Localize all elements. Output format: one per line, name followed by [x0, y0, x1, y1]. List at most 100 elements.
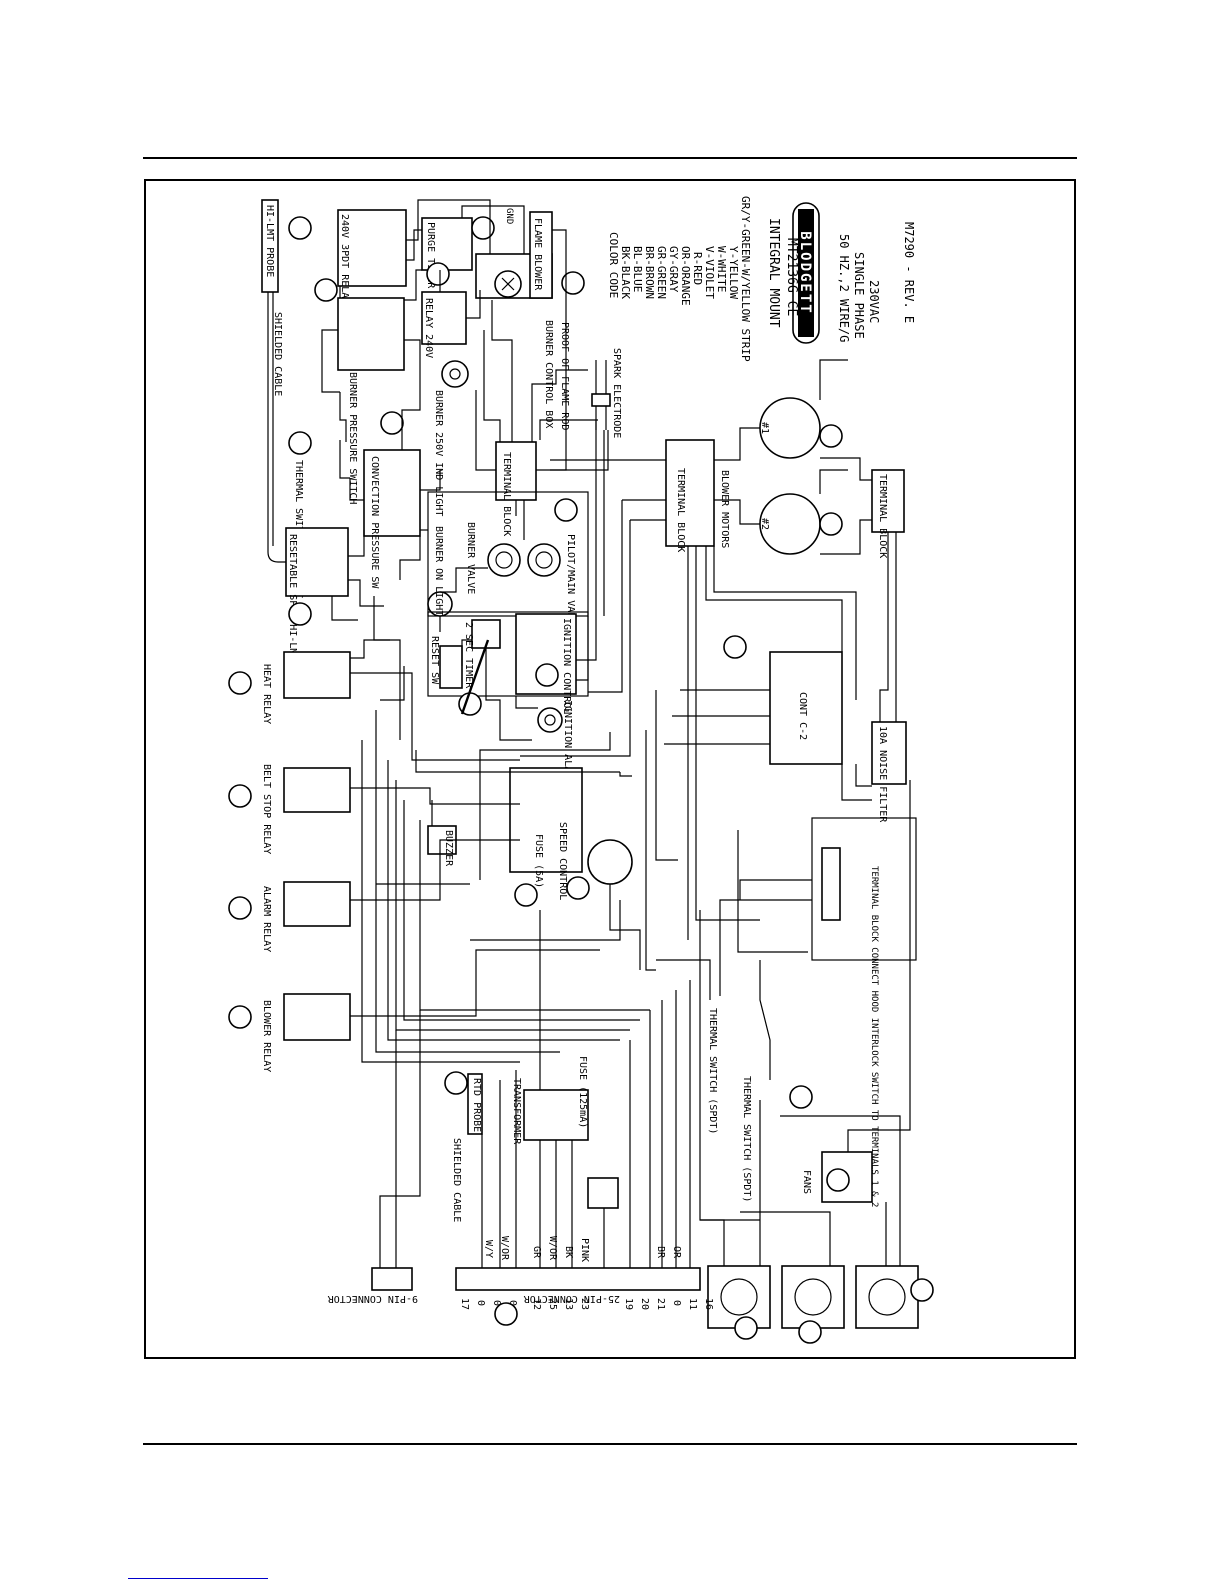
callout-circle: [314, 278, 338, 302]
top-rule: [143, 157, 1077, 159]
hi-lmt-probe-label: HI-LMT PROBE: [264, 205, 275, 277]
flame-rod: PROOF OF FLAME ROD SPARK ELECTRODE: [559, 322, 622, 438]
callout-circle: [819, 424, 843, 448]
thermal-switch-2-label: THERMAL SWITCH (SPDT): [741, 1076, 752, 1202]
wire-color-label: OR: [671, 1246, 682, 1259]
wire-color-label: BK: [563, 1246, 574, 1258]
callout-circle: [826, 1168, 850, 1192]
relay-3pdt-label: 240V 3PDT RELAY: [339, 214, 350, 304]
callout-circle: [910, 1278, 934, 1302]
shielded-cable-2-label: SHIELDED CABLE: [451, 1138, 462, 1222]
shielded-cable-label: SHIELDED CABLE: [272, 312, 283, 396]
callout-circle: [789, 1085, 813, 1109]
speed-control: SPEED CONTROL FUSE (5A): [509, 767, 633, 907]
burner-on-light-label: BURNER ON LIGHT: [433, 526, 444, 616]
convection-pressure-label: CONVECTION PRESSURE SW: [369, 456, 380, 589]
callout-circle: [380, 411, 404, 435]
relay-240v: RELAY 240V: [421, 291, 467, 358]
nine-pin-connector: 9-PIN CONNECTOR: [327, 1267, 418, 1304]
proof-of-flame-label: PROOF OF FLAME ROD: [559, 322, 570, 430]
callout-circle: [228, 896, 252, 920]
callout-circle: [566, 876, 590, 900]
diagram-frame: [144, 179, 1076, 1359]
drawing-number: M7290 - REV. E: [902, 222, 916, 323]
rtd-probe: RTD PROBE SHIELDED CABLE: [444, 1071, 483, 1222]
relay-3pdt: 240V 3PDT RELAY: [288, 209, 407, 304]
thermal-switches: THERMAL SWITCH (SPDT) THERMAL SWITCH (SP…: [707, 1008, 813, 1202]
pin-label: 13: [563, 1298, 574, 1310]
color-code-legend: COLOR CODE BK-BLACK BL-BLUE BR-BROWN GR-…: [607, 196, 752, 362]
burner-valve-label: BURNER VALVE: [465, 522, 476, 594]
color-entry: V-VIOLET: [703, 246, 716, 299]
buzzer: BUZZER: [427, 825, 457, 867]
footer-link-underline: [128, 1578, 268, 1579]
sec-timer-label: 2 SEC TIMER: [463, 622, 474, 689]
alarm-relay: ALARM RELAY: [228, 881, 351, 952]
burner-pressure-switch: BURNER PRESSURE SWITCH: [337, 297, 405, 504]
callout-circle: [288, 602, 312, 626]
mount-text: INTEGRAL MOUNT: [766, 218, 781, 328]
fans: FANS: [707, 1151, 934, 1344]
pin-label: 21: [655, 1298, 666, 1310]
fuse-5a-label: FUSE (5A): [533, 834, 544, 888]
belt-stop-relay-label: BELT STOP RELAY: [261, 764, 272, 854]
pin-label: 11: [687, 1298, 698, 1310]
callout-circle: [514, 883, 538, 907]
callout-circle: [723, 635, 747, 659]
motor-1-label: #1: [759, 422, 770, 434]
relay-240v-label: RELAY 240V: [423, 298, 434, 358]
cont-c2-label: CONT C-2: [797, 692, 808, 740]
speed-control-label: SPEED CONTROL: [557, 822, 568, 900]
wire-color-label: BR: [655, 1246, 666, 1259]
terminal-block-motors: TERMINAL BLOCK: [871, 469, 905, 558]
color-entry: BR-BROWN: [643, 246, 656, 299]
title-block: BLODGETT MT2136G CE INTEGRAL MOUNT 230VA…: [766, 202, 916, 344]
pin-label: 0: [671, 1300, 682, 1306]
motor-2-label: #2: [759, 518, 770, 530]
color-entry: Y-YELLOW: [727, 246, 740, 299]
color-code-heading: COLOR CODE: [607, 232, 620, 298]
callout-circle: [426, 262, 450, 286]
color-entry: BL-BLUE: [631, 246, 644, 292]
pin-label: 25: [547, 1298, 558, 1310]
convection-pressure-switch: CONVECTION PRESSURE SW: [363, 449, 421, 589]
wire-color-label: PINK: [579, 1238, 590, 1262]
blower-motors-label: BLOWER MOTORS: [719, 470, 730, 548]
pin-label: 20: [639, 1298, 650, 1310]
wire-color-label: W/OR: [547, 1236, 558, 1261]
noise-filter: 10A NOISE FILTER: [871, 721, 907, 823]
callout-circle: [494, 1302, 518, 1326]
contactor-c2: CONT C-2: [723, 635, 843, 765]
callout-circle: [554, 498, 578, 522]
belt-stop-relay: BELT STOP RELAY: [228, 764, 351, 854]
terminal-block-3-label: TERMINAL BLOCK: [877, 474, 888, 558]
terminal-block-blower: TERMINAL BLOCK BLOWER MOTORS: [665, 439, 730, 552]
color-entry: W-WHITE: [715, 246, 728, 292]
pin-wire-colors: W/Y W/OR GR W/OR BK PINK BR OR: [483, 1236, 682, 1262]
wire-color-label: W/OR: [499, 1236, 510, 1261]
noise-filter-label: 10A NOISE FILTER: [877, 726, 888, 823]
blower-relay: BLOWER RELAY: [228, 993, 351, 1072]
heat-relay: HEAT RELAY: [228, 651, 351, 724]
alarm-relay-label: ALARM RELAY: [261, 886, 272, 952]
callout-circle: [734, 1316, 758, 1340]
terminal-block-label: TERMINAL BLOCK: [501, 452, 512, 536]
color-entry: OR-ORANGE: [679, 246, 692, 306]
reset-sw-label: RESET SW: [429, 636, 440, 685]
callout-circle: [561, 271, 585, 295]
callout-circle: [288, 431, 312, 455]
callout-circle: [471, 216, 495, 240]
pin-label: 19: [623, 1298, 634, 1310]
transformer: TRANSFORMER FUSE (125mA): [511, 1056, 619, 1209]
callout-circle: [288, 216, 312, 240]
rtd-probe-label: RTD PROBE: [471, 1078, 482, 1132]
resetable-hi-limit: RESETABLE SPST HI-LMT SW: [285, 527, 349, 679]
color-entry: R-RED: [691, 252, 704, 285]
burner-ind-light-label: BURNER 250V IND LIGHT: [433, 390, 444, 516]
color-entry: GR/Y-GREEN-W/YELLOW STRIP: [739, 196, 752, 362]
tb-note-label: TERMINAL BLOCK CONNECT HOOD INTERLOCK SW…: [869, 866, 879, 1207]
pilot-main-valve-label: PILOT/MAIN VALVE: [565, 534, 576, 630]
terminal-block-upper: TERMINAL BLOCK: [495, 441, 578, 536]
burner-pressure-label: BURNER PRESSURE SWITCH: [347, 372, 358, 504]
pin-label: 0: [507, 1300, 518, 1306]
